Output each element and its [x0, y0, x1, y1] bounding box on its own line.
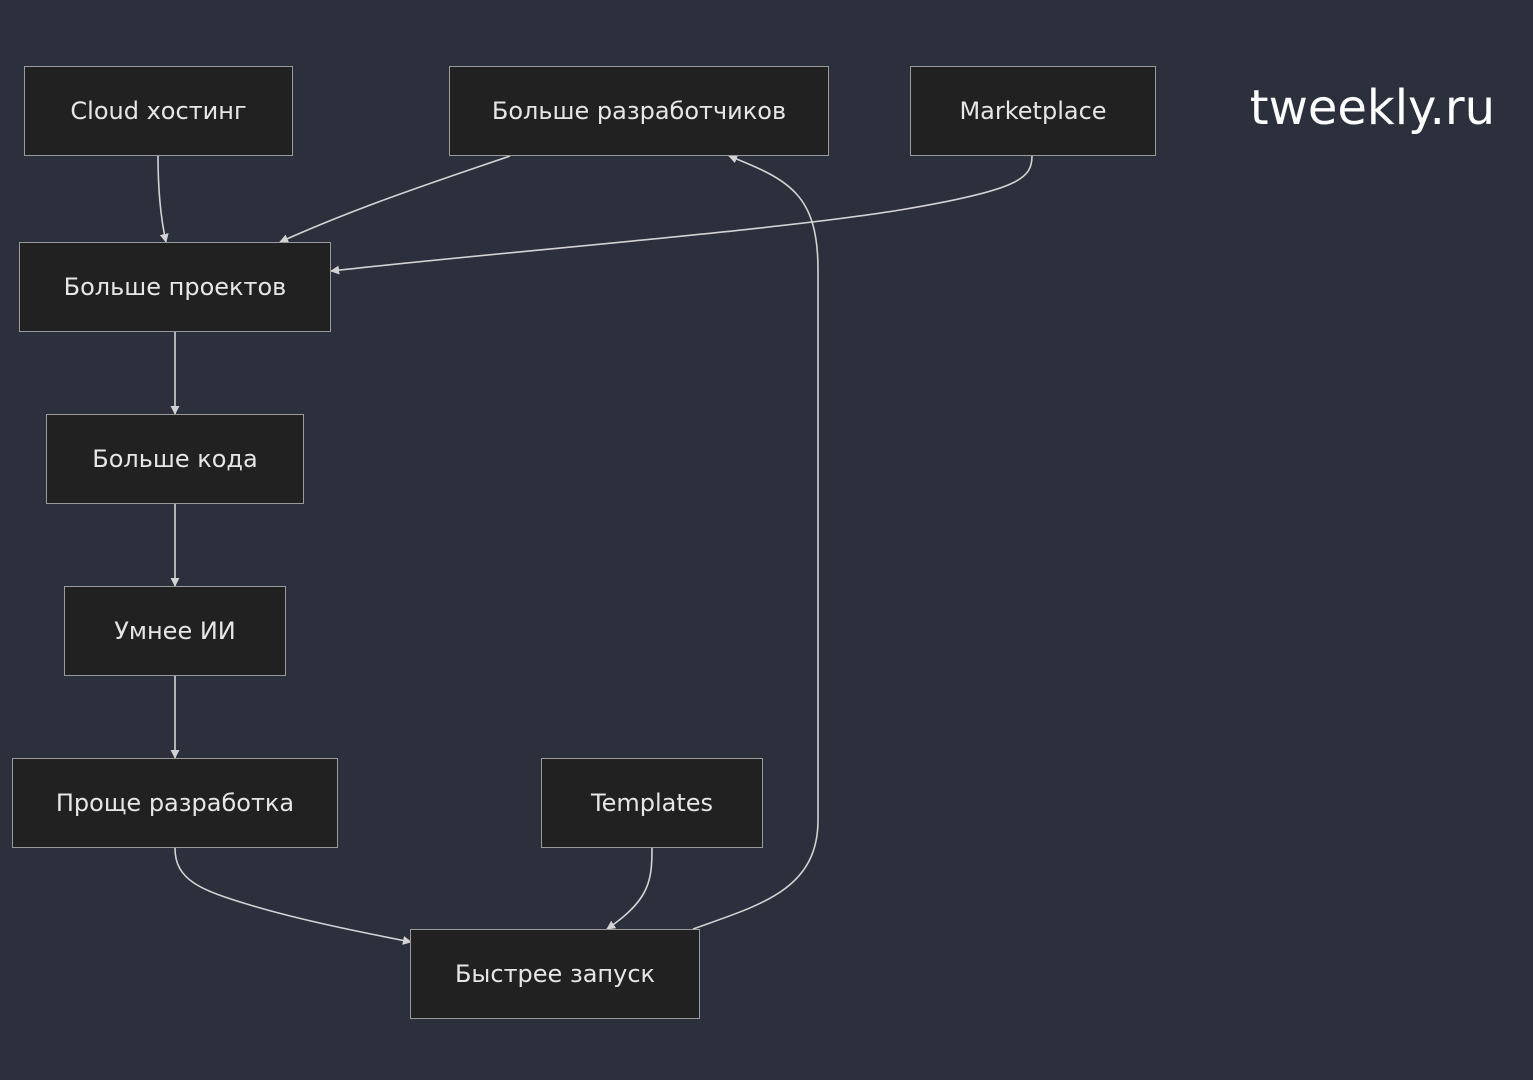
node-cloud-hosting: Cloud хостинг — [24, 66, 293, 156]
edge-dev-easier-to-launch — [174, 847, 412, 945]
node-more-developers: Больше разработчиков — [449, 66, 829, 156]
node-more-code: Больше кода — [46, 414, 304, 504]
node-marketplace: Marketplace — [910, 66, 1156, 156]
node-faster-launch: Быстрее запуск — [410, 929, 700, 1019]
node-easier-development: Проще разработка — [12, 758, 338, 848]
edge-cloud-to-projects — [157, 155, 169, 243]
node-templates: Templates — [541, 758, 763, 848]
edge-marketplace-to-projects — [330, 155, 1033, 275]
edge-launch-to-devs — [692, 154, 819, 930]
brand-watermark: tweekly.ru — [1249, 80, 1495, 136]
node-more-projects: Больше проектов — [19, 242, 331, 332]
edge-templates-to-launch — [606, 847, 653, 930]
edge-devs-to-projects — [279, 155, 511, 243]
node-smarter-ai: Умнее ИИ — [64, 586, 286, 676]
